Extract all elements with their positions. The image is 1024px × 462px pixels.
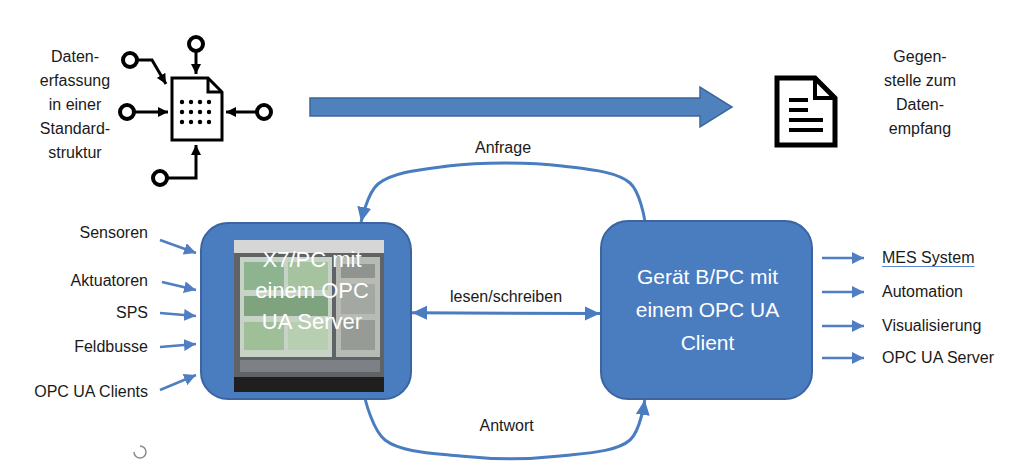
client-box: Gerät B/PC mit einem OPC UA Client xyxy=(600,220,813,400)
input-lines xyxy=(134,51,257,178)
flow-arrow xyxy=(310,87,732,127)
output-label: MES System xyxy=(882,248,1022,268)
description-text: Daten- erfassung in einer Standard- stru… xyxy=(34,45,116,165)
description-text: Gegen- stelle zum Daten- empfang xyxy=(880,45,960,141)
document-fold xyxy=(815,78,835,98)
document-icon xyxy=(777,78,835,145)
input-label: SPS xyxy=(10,303,148,323)
edge-label: lesen/schreiben xyxy=(450,287,562,307)
document-lines xyxy=(789,100,823,130)
document-shape xyxy=(172,78,222,140)
node-text: Gerät B/PC mit einem OPC UA Client xyxy=(620,260,795,359)
input-label: Feldbusse xyxy=(10,337,148,357)
document-shape xyxy=(777,78,835,145)
node-text: X7/PC mit einem OPC UA Server xyxy=(248,244,376,337)
node-circles xyxy=(120,37,271,185)
data-structure-icon xyxy=(120,37,271,185)
output-label: Automation xyxy=(882,282,1022,302)
edge-label: Anfrage xyxy=(475,138,531,158)
document-fold xyxy=(208,78,222,92)
input-label: Aktuatoren xyxy=(10,271,148,291)
small-icon xyxy=(134,446,146,458)
input-label: OPC UA Clients xyxy=(10,382,148,402)
connector-arrow xyxy=(361,163,645,222)
server-box: X7/PC mit einem OPC UA Server xyxy=(200,222,412,400)
connector-arrow xyxy=(365,400,644,458)
edge-label: Antwort xyxy=(480,416,534,436)
input-arrows xyxy=(160,240,196,390)
output-label: OPC UA Server xyxy=(882,348,1022,368)
connector-arrow xyxy=(412,311,600,315)
output-arrows xyxy=(822,258,864,358)
dot-grid xyxy=(180,100,211,124)
output-label: Visualisierung xyxy=(882,316,1022,336)
input-label: Sensoren xyxy=(10,223,148,243)
